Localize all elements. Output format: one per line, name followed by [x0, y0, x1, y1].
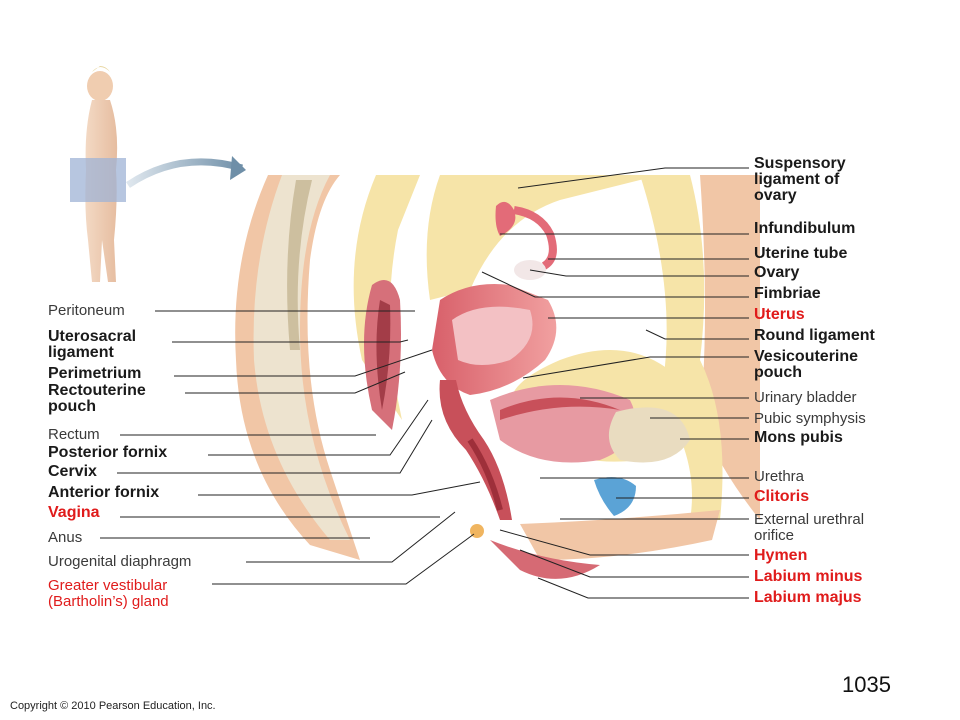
- label-infundibulum: Infundibulum: [754, 220, 856, 237]
- label-anus: Anus: [48, 529, 83, 546]
- label-anterior-fornix: Anterior fornix: [48, 484, 160, 501]
- label-clitoris: Clitoris: [754, 488, 810, 505]
- label-greater-vestibular-gland: Greater vestibular (Bartholin’s) gland: [48, 577, 169, 610]
- label-posterior-fornix: Posterior fornix: [48, 444, 168, 461]
- label-peritoneum: Peritoneum: [48, 302, 125, 319]
- label-perimetrium: Perimetrium: [48, 365, 142, 382]
- pelvic-section: [235, 175, 760, 579]
- copyright-notice: Copyright © 2010 Pearson Education, Inc.: [10, 700, 216, 712]
- label-urinary-bladder: Urinary bladder: [754, 389, 857, 406]
- label-external-urethral-orifice: External urethral orifice: [754, 511, 865, 544]
- label-round-ligament: Round ligament: [754, 327, 875, 344]
- label-fimbriae: Fimbriae: [754, 285, 821, 302]
- label-urogenital-diaphragm: Urogenital diaphragm: [48, 553, 192, 570]
- label-rectum: Rectum: [48, 426, 100, 443]
- label-suspensory-ligament: Suspensory ligament of ovary: [754, 155, 846, 204]
- label-urethra: Urethra: [754, 468, 805, 485]
- label-vagina: Vagina: [48, 504, 100, 521]
- leader-lines: [100, 167, 749, 599]
- orientation-figure: [70, 66, 246, 282]
- label-cervix: Cervix: [48, 463, 97, 480]
- label-uterine-tube: Uterine tube: [754, 245, 848, 262]
- label-uterus: Uterus: [754, 306, 805, 323]
- page-number: 1035: [842, 672, 891, 697]
- label-rectouterine-pouch: Rectouterine pouch: [48, 382, 146, 415]
- label-uterosacral-ligament: Uterosacral ligament: [48, 328, 137, 361]
- label-mons-pubis: Mons pubis: [754, 429, 843, 446]
- label-pubic-symphysis: Pubic symphysis: [754, 410, 866, 427]
- label-ovary: Ovary: [754, 264, 800, 281]
- label-labium-majus: Labium majus: [754, 589, 862, 606]
- label-labium-minus: Labium minus: [754, 568, 863, 585]
- label-vesicouterine-pouch: Vesicouterine pouch: [754, 348, 859, 381]
- label-hymen: Hymen: [754, 547, 808, 564]
